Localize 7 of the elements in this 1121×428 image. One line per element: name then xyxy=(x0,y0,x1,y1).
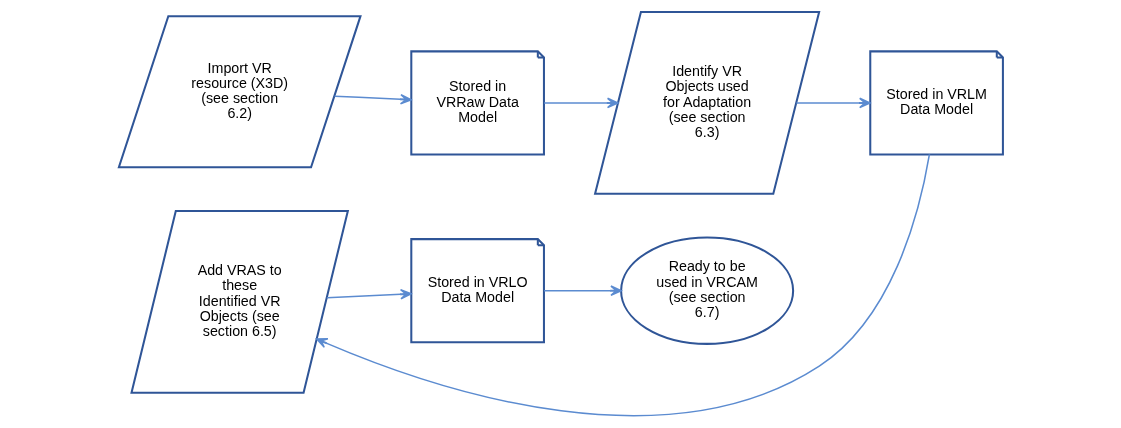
arrow xyxy=(325,288,412,300)
arrow xyxy=(795,97,871,109)
arrow xyxy=(542,285,622,296)
node-ellipse: Ready to be used in VRCAM (see section 6.7) xyxy=(619,236,794,345)
arrow xyxy=(315,153,930,417)
arrow xyxy=(333,93,412,105)
arrow xyxy=(542,97,619,109)
